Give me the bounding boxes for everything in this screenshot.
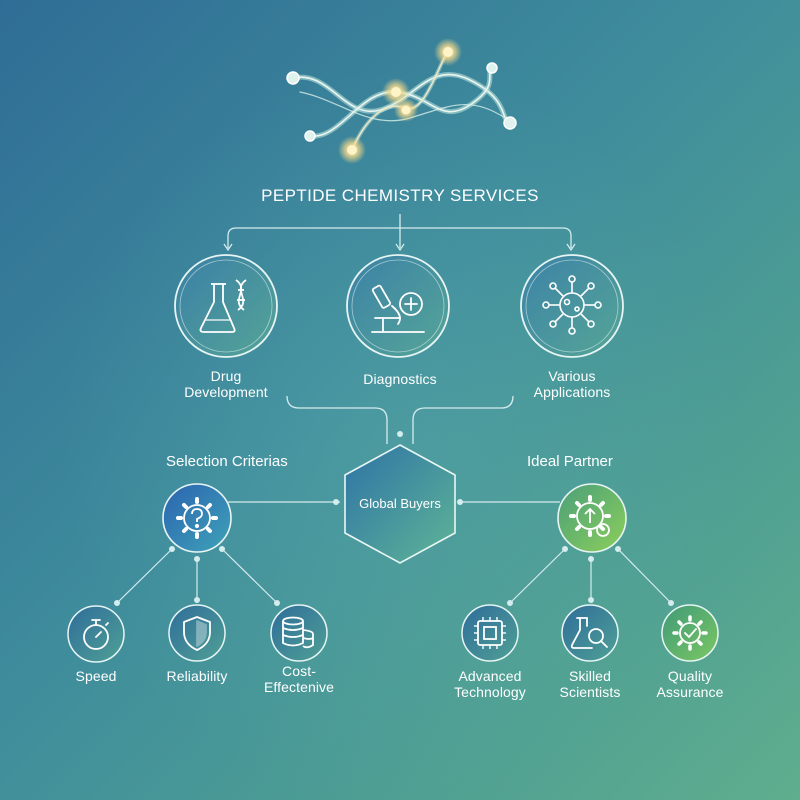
quality-assurance-label: Quality Assurance: [656, 668, 724, 700]
right-gear-circle: [557, 483, 627, 553]
page-title: PEPTIDE CHEMISTRY SERVICES: [261, 186, 539, 205]
cost-effective-circle: [270, 604, 328, 662]
left-gear-circle: [162, 483, 232, 553]
skilled-scientists-label: Skilled Scientists: [559, 668, 621, 700]
flask-dna-icon: [199, 279, 247, 333]
quality-assurance-circle: [661, 604, 719, 662]
helix-nodes: [286, 38, 517, 164]
application-circle-diagnostics: [346, 254, 450, 358]
application-circle-drug-development: [174, 254, 278, 358]
molecule-network-icon: [542, 275, 602, 335]
bottom-bracket: [286, 395, 514, 444]
reliability-label: Reliability: [166, 668, 228, 684]
microscope-icon: [371, 284, 425, 333]
global-buyers-label: Global Buyers: [359, 496, 441, 511]
cost-effective-label: Cost- Effectenive: [263, 663, 335, 695]
speed-circle: [67, 605, 125, 663]
speed-label: Speed: [75, 668, 117, 684]
shield-icon: [183, 616, 211, 651]
coin-stack-icon: [282, 616, 314, 649]
peptide-helix-icon: [290, 50, 513, 152]
drug-development-label: Drug Development: [184, 368, 268, 400]
various-applications-label: Various Applications: [533, 368, 611, 400]
diagnostics-label: Diagnostics: [363, 371, 437, 387]
flask-magnifier-icon: [570, 617, 608, 649]
top-connector: [223, 214, 576, 252]
gear-question-icon: [176, 497, 218, 539]
gear-check-icon: [672, 615, 708, 651]
right-branch-lines: [507, 546, 674, 606]
reliability-circle: [168, 604, 226, 662]
gear-upload-icon: [569, 495, 611, 537]
selection-criterias-heading: Selection Criterias: [166, 453, 288, 470]
global-buyers-hexagon: [344, 444, 456, 564]
ideal-partner-heading: Ideal Partner: [527, 453, 613, 470]
chip-icon: [474, 617, 506, 649]
advanced-technology-label: Advanced Technology: [454, 668, 526, 700]
advanced-technology-circle: [461, 604, 519, 662]
application-circle-various-applications: [520, 254, 624, 358]
stopwatch-icon: [83, 619, 109, 650]
left-branch-lines: [114, 546, 280, 606]
hub-connectors: [228, 499, 560, 505]
